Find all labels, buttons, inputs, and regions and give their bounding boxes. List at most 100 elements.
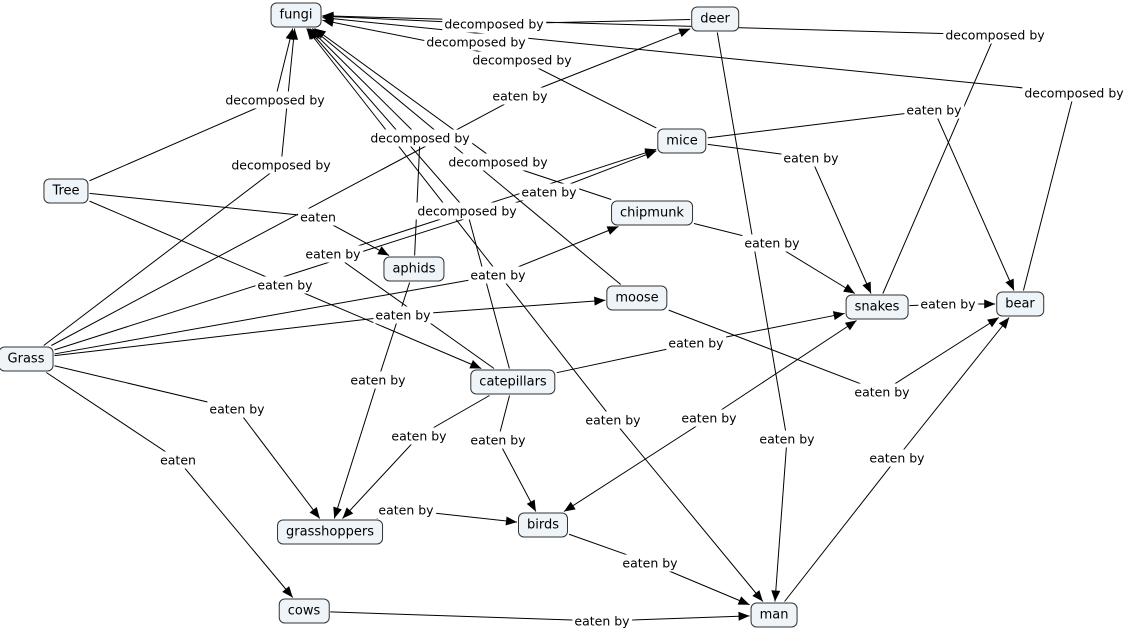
concept-grasshoppers[interactable]: grasshoppers [277,519,383,545]
label-grass-cows-group: eaten [158,451,198,469]
arrowhead-man-bear [998,317,1010,329]
label-bear-fungi-group: decomposed by [1022,84,1125,102]
label-fungi-man: eaten by [585,413,641,428]
label-grass-fungi-bg [229,156,334,174]
label-bear-fungi: decomposed by [1024,86,1124,101]
label-moose-bear: eaten by [854,385,910,400]
label-catepillars-birds: eaten by [470,433,526,448]
label-grass-chipmunk-group: eaten by [468,266,529,284]
label-cows-man-bg [572,612,633,630]
label-bear-fungi-bg [1022,84,1125,102]
label-snakes-birds-bg [679,409,740,427]
arrowhead-birds-man [737,596,750,605]
label-snakes-fungi: decomposed by [945,28,1045,43]
concept-snakes[interactable]: snakes [845,294,909,320]
label-grasshoppers-birds: eaten by [378,503,434,518]
concept-aphids[interactable]: aphids [383,256,445,282]
label-cows-man: eaten by [574,614,630,629]
arrowhead-snakes-birds [563,501,576,512]
label-grass-grasshoppers-bg [207,400,268,418]
label-grass-cows-bg [158,451,198,469]
label-grass-mice-bg [519,183,580,201]
label-man-bear: eaten by [869,451,925,466]
label-grass-deer-group: eaten by [490,87,551,105]
label-catepillars-grasshoppers-bg [389,427,450,445]
concept-mice[interactable]: mice [657,128,707,154]
label-mice-fungi-group: decomposed by [470,51,575,69]
link-deer-man [716,32,788,602]
label-birds-man: eaten by [622,556,678,571]
arrowhead-catepillars-birds [526,499,536,512]
label-tree-fungi-bg [223,91,328,109]
label-snakes-birds: eaten by [681,411,737,426]
arrowhead-grass-fungi [289,28,299,40]
arrowhead-catepillars-snakes [832,311,845,321]
label-moose-bear-group: eaten by [852,383,913,401]
label-catepillars-mice-group: eaten by [303,245,364,263]
link-cows-man [330,611,750,622]
label-grass-moose: eaten by [375,308,431,323]
arrowhead-catepillars-grasshoppers [342,507,354,519]
label-catepillars-grasshoppers: eaten by [391,429,447,444]
label-man-bear-bg [867,449,928,467]
label-mice-fungi: decomposed by [472,53,572,68]
link-grass-moose [54,299,606,357]
label-tree-aphids: eaten [300,210,336,225]
link-chipmunk-snakes [693,223,856,294]
label-grass-moose-group: eaten by [373,306,434,324]
label-grass-grasshoppers-group: eaten by [207,400,268,418]
concept-man[interactable]: man [750,602,798,628]
label-catepillars-fungi-bg [415,202,520,220]
concept-bear[interactable]: bear [996,291,1044,317]
label-grass-fungi: decomposed by [231,158,331,173]
relation-label-decomposed-by-extra: decomposed by [426,35,526,50]
relation-label-decomposed-by-extra-group: decomposed by [424,33,529,51]
label-grass-mice: eaten by [521,185,577,200]
label-catepillars-snakes-group: eaten by [666,334,727,352]
arrowhead-tree-catepillars [469,360,482,369]
arrowhead-grass-cows [282,586,293,598]
label-tree-catepillars-bg [255,276,316,294]
label-mice-snakes-bg [781,149,842,167]
label-grass-mice-group: eaten by [519,183,580,201]
label-mice-bear-group: eaten by [904,101,965,119]
concept-moose[interactable]: moose [606,285,668,311]
concept-chipmunk[interactable]: chipmunk [611,200,693,226]
arrowhead-catepillars-mice [644,148,657,157]
label-snakes-bear-bg [918,295,979,313]
label-grass-deer: eaten by [492,89,548,104]
label-chipmunk-fungi: decomposed by [448,155,548,170]
arrowhead-fungi-man [752,590,763,602]
concept-tree[interactable]: Tree [43,178,89,204]
concept-fungi[interactable]: fungi [270,2,322,28]
label-catepillars-birds-bg [468,431,529,449]
concept-catepillars[interactable]: catepillars [470,369,556,395]
arrowhead-tree-aphids [377,246,390,256]
concept-cows[interactable]: cows [278,598,330,624]
label-aphids-fungi: decomposed by [370,131,470,146]
label-snakes-bear-group: eaten by [918,295,979,313]
concept-grass[interactable]: Grass [0,346,54,372]
arrowhead-moose-bear [987,317,999,328]
label-grass-cows: eaten [160,453,196,468]
label-mice-fungi-bg [470,51,575,69]
arrowhead-grass-moose [594,296,606,306]
label-tree-aphids-group: eaten [298,208,338,226]
label-chipmunk-snakes-bg [742,234,803,252]
arrowhead-moose-fungi [312,28,324,39]
arrowhead-start-fungi-man [306,28,317,40]
label-tree-catepillars: eaten by [257,278,313,293]
label-catepillars-mice-bg [303,245,364,263]
label-catepillars-snakes: eaten by [668,336,724,351]
arrowhead-grass-deer [678,28,691,38]
label-birds-man-group: eaten by [620,554,681,572]
label-chipmunk-snakes-group: eaten by [742,234,803,252]
label-tree-fungi: decomposed by [225,93,325,108]
label-fungi-man-bg [583,411,644,429]
label-mice-snakes: eaten by [783,151,839,166]
concept-birds[interactable]: birds [517,512,569,538]
label-tree-catepillars-group: eaten by [255,276,316,294]
concept-deer[interactable]: deer [691,6,739,32]
label-deer-fungi-group: decomposed by [442,15,547,33]
